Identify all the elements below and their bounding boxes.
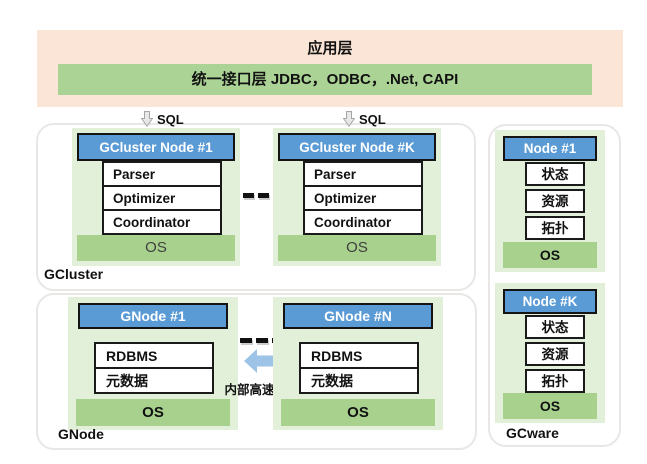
os-bar: OS [281,399,435,426]
gnode-group-label: GNode [58,426,104,442]
gcware-node-k-components: 状态 资源 拓扑 [525,315,585,393]
gcluster-node-k-header: GCluster Node #K [278,133,436,161]
dashed-connector [240,338,252,343]
gnode-1-components: RDBMS 元数据 [94,342,214,394]
sql-label: SQL [359,112,386,127]
dashed-connector [243,193,254,198]
gnode-1: GNode #1 RDBMS 元数据 OS [68,297,238,430]
component-metadata: 元数据 [299,367,419,394]
sql-flow-2: SQL [343,111,386,127]
component-optimizer: Optimizer [102,185,222,211]
gcware-node-1-components: 状态 资源 拓扑 [525,162,585,240]
gnode-n-components: RDBMS 元数据 [299,342,419,394]
unified-interface-bar: 统一接口层 JDBC，ODBC，.Net, CAPI [58,64,592,95]
gcluster-node-1: GCluster Node #1 Parser Optimizer Coordi… [72,128,240,266]
os-bar: OS [503,242,597,268]
component-coordinator: Coordinator [102,209,222,235]
gcware-group-label: GCware [506,425,559,441]
dashed-connector [258,193,269,198]
gcluster-node-k: GCluster Node #K Parser Optimizer Coordi… [273,128,441,266]
component-optimizer: Optimizer [303,185,423,211]
sql-flow-1: SQL [141,111,184,127]
gnode-1-header: GNode #1 [78,303,228,329]
component-status: 状态 [525,162,585,186]
gcware-group: Node #1 状态 资源 拓扑 OS Node #K 状态 资源 拓扑 OS … [488,124,621,447]
gnode-group: GNode #1 RDBMS 元数据 OS 内部高速连接 GNode #N RD… [36,293,477,450]
os-bar: OS [77,235,235,261]
gcware-node-k: Node #K 状态 资源 拓扑 OS [495,283,605,423]
down-block-arrow-icon [343,111,355,127]
component-rdbms: RDBMS [299,342,419,369]
component-parser: Parser [102,161,222,187]
gcluster-node-1-header: GCluster Node #1 [77,133,235,161]
component-coordinator: Coordinator [303,209,423,235]
gcluster-node-k-components: Parser Optimizer Coordinator [303,161,423,235]
component-metadata: 元数据 [94,367,214,394]
component-rdbms: RDBMS [94,342,214,369]
gcware-node-1-header: Node #1 [503,136,597,161]
gcluster-node-1-components: Parser Optimizer Coordinator [102,161,222,235]
gcluster-group-label: GCluster [44,266,104,282]
gcware-node-1: Node #1 状态 资源 拓扑 OS [495,130,605,272]
component-topology: 拓扑 [525,369,585,393]
component-resource: 资源 [525,342,585,366]
os-bar: OS [503,393,597,419]
component-topology: 拓扑 [525,216,585,240]
gcware-node-k-header: Node #K [503,289,597,314]
component-parser: Parser [303,161,423,187]
application-layer-banner: 应用层 统一接口层 JDBC，ODBC，.Net, CAPI [37,30,623,107]
os-bar: OS [278,235,436,261]
gnode-n: GNode #N RDBMS 元数据 OS [273,297,443,430]
gcluster-group: GCluster Node #1 Parser Optimizer Coordi… [36,123,476,291]
application-layer-title: 应用层 [307,40,353,57]
component-resource: 资源 [525,189,585,213]
os-bar: OS [76,399,230,426]
down-block-arrow-icon [141,111,153,127]
component-status: 状态 [525,315,585,339]
sql-label: SQL [157,112,184,127]
dashed-connector [256,338,268,343]
gnode-n-header: GNode #N [283,303,433,329]
